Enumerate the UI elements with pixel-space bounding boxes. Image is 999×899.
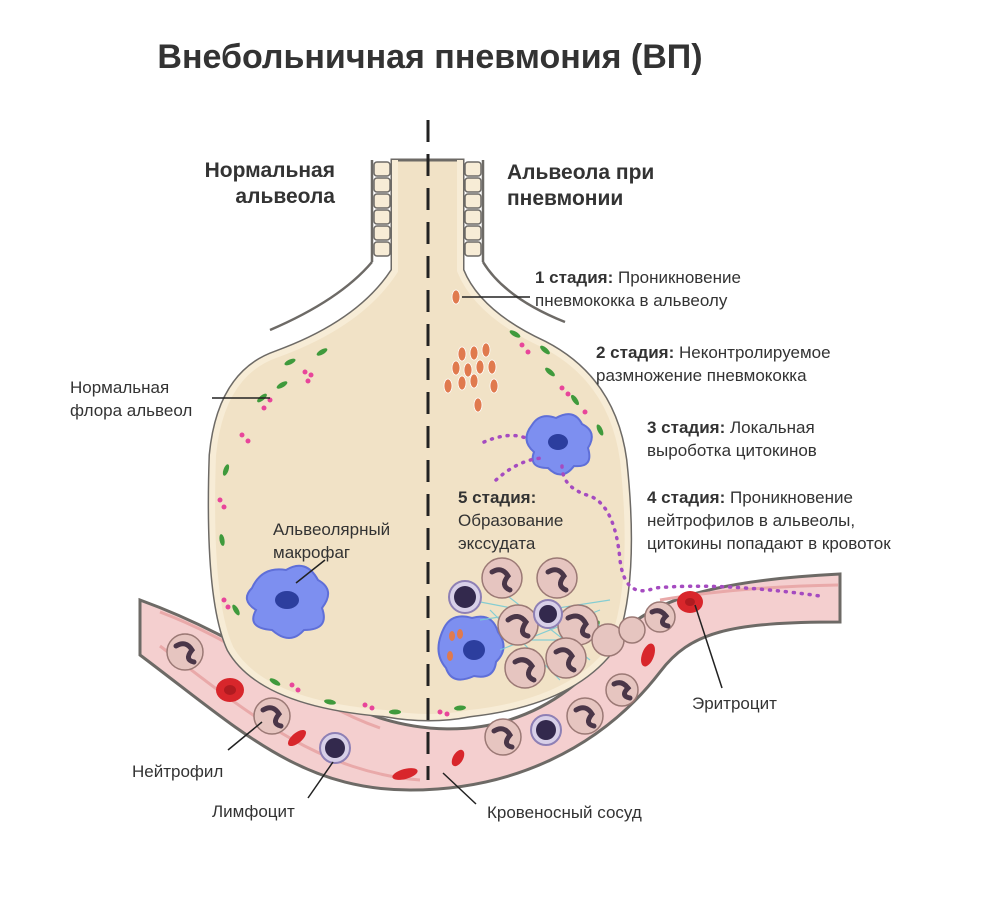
stage4-line3: цитокины попадают в кровоток: [647, 534, 891, 553]
flora-line2: флора альвеол: [70, 401, 193, 420]
stage3-label: 3 стадия: Локальная выроботка цитокинов: [647, 416, 947, 462]
lymphocytes-alveolus: [448, 580, 563, 629]
stage4-line2: нейтрофилов в альвеолы,: [647, 511, 856, 530]
stage2-line2: размножение пневмококка: [596, 366, 807, 385]
stage5-name: 5 стадия:: [458, 488, 537, 507]
stage5-line2: экссудата: [458, 534, 536, 553]
vessel-label: Кровеносный сосуд: [487, 803, 642, 822]
vessel-neutrophil-nuclei: [173, 608, 671, 750]
header-pneumonia-alveolus: Альвеола при пневмонии: [507, 160, 727, 212]
lymphocyte-label: Лимфоцит: [212, 802, 295, 821]
stage1-line2: пневмококка в альвеолу: [535, 291, 728, 310]
page-title: Внебольничная пневмония (ВП): [157, 38, 703, 76]
stage4-line1: Проникновение: [729, 488, 853, 507]
cytokine-paths: [482, 433, 822, 598]
stage2-name: 2 стадия:: [596, 343, 675, 362]
header-normal-alveolus: Нормальная альвеола: [150, 158, 335, 210]
stage5-label: 5 стадия: Образование экссудата: [458, 486, 628, 555]
stage1-name: 1 стадия:: [535, 268, 614, 287]
stage1-label: 1 стадия: Проникновение пневмококка в ал…: [535, 266, 835, 312]
neutrophil-nuclei-alveolus: [489, 567, 591, 683]
erythrocyte-label: Эритроцит: [692, 694, 777, 713]
stage2-label: 2 стадия: Неконтролируемое размножение п…: [596, 341, 906, 387]
stage5-line1: Образование: [458, 511, 564, 530]
header-pneumonia-line1: Альвеола при: [507, 161, 655, 184]
flora-line1: Нормальная: [70, 378, 170, 397]
flora-label: Нормальная флора альвеол: [70, 376, 230, 422]
macrophage-line2: макрофаг: [273, 543, 351, 562]
neutrophil-label: Нейтрофил: [132, 762, 224, 781]
stage3-line2: выроботка цитокинов: [647, 441, 817, 460]
stage4-name: 4 стадия:: [647, 488, 726, 507]
pneumococcus-bacteria: [443, 289, 499, 413]
header-normal-line2: альвеола: [235, 185, 335, 208]
stage2-line1: Неконтролируемое: [678, 343, 831, 362]
stage3-line1: Локальная: [729, 418, 815, 437]
stage1-line1: Проникновение: [617, 268, 741, 287]
header-normal-line1: Нормальная: [204, 159, 335, 182]
alveolar-macrophage-normal: [245, 564, 329, 639]
stage4-label: 4 стадия: Проникновение нейтрофилов в ал…: [647, 486, 987, 555]
macrophage-line1: Альвеолярный: [273, 520, 391, 539]
macrophage-stage3: [525, 413, 593, 476]
macrophage-exudate: [437, 615, 505, 681]
vessel-lymphocytes: [319, 714, 562, 764]
header-pneumonia-line2: пневмонии: [507, 187, 624, 210]
stage3-name: 3 стадия:: [647, 418, 726, 437]
macrophage-label: Альвеолярный макрофаг: [273, 518, 433, 564]
leader-lines: [212, 296, 723, 805]
erythrocytes: [216, 591, 703, 780]
